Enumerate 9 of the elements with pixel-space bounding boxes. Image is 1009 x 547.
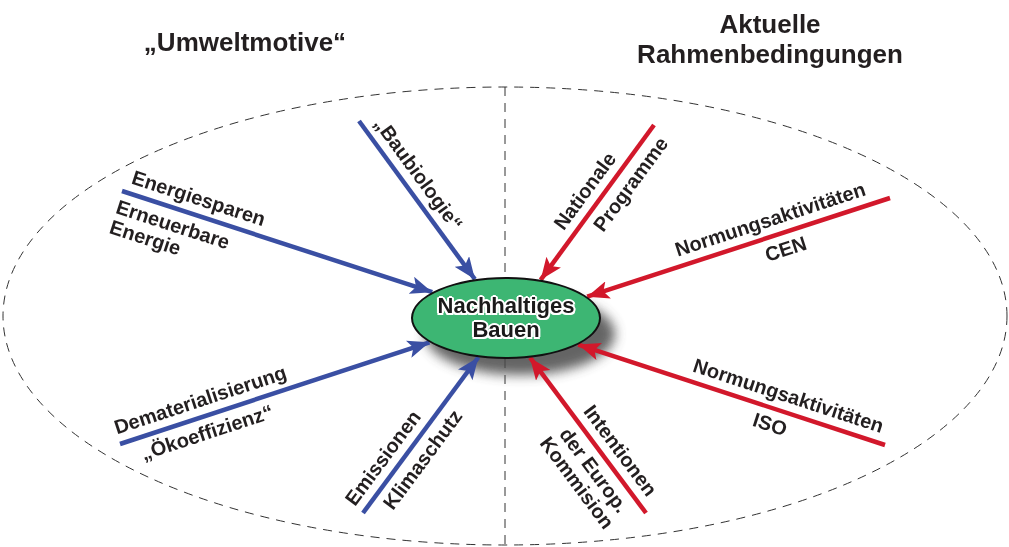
heading: Aktuelle Rahmenbedingungen [636,10,904,70]
ellipse-label: Nachhaltiges Bauen [436,293,576,343]
arrow [528,356,648,515]
arrow [577,342,886,448]
arrow [119,340,431,447]
arrow [121,188,433,295]
center-ellipse [411,277,601,359]
heading: „Umweltmotive“ [142,28,348,58]
arrow [586,195,891,299]
